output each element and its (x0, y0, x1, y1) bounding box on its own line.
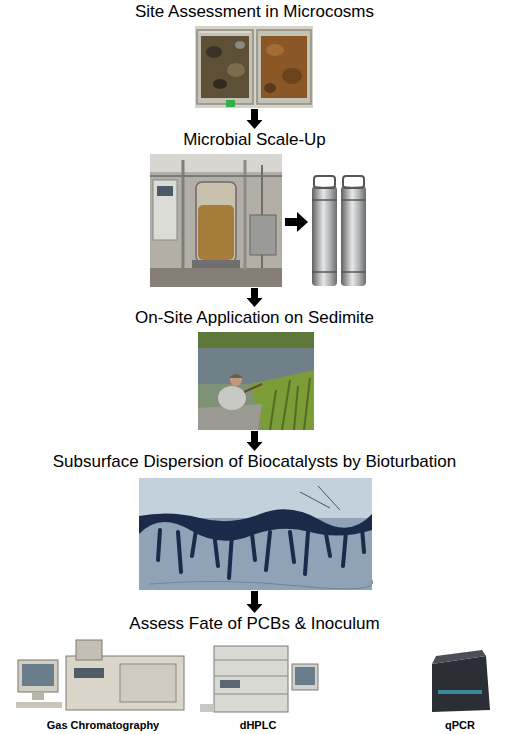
module-stack (214, 646, 288, 712)
keg-photo (312, 176, 366, 286)
pipe (150, 175, 282, 177)
keyboard (200, 704, 214, 712)
far-marsh (198, 332, 314, 348)
flow-arrow (251, 109, 258, 120)
person-head (230, 374, 242, 386)
marsh-grass (250, 370, 314, 430)
surface-layer (139, 509, 372, 541)
arrow-head (297, 212, 308, 232)
keg (312, 186, 337, 286)
gas-chromatograph (16, 640, 184, 710)
transfer-arrow (285, 212, 308, 232)
module-display (220, 680, 240, 688)
leader-line (318, 486, 340, 510)
module-divider (214, 676, 288, 677)
sprayer (244, 384, 262, 392)
stage-heading: Subsurface Dispersion of Biocatalysts by… (50, 452, 459, 472)
sediment (201, 36, 249, 98)
tray (197, 30, 253, 104)
vessel-stand (192, 260, 240, 268)
control-panel (153, 180, 177, 240)
photo-ground (195, 26, 313, 108)
stage-heading: On-Site Application on Sedimite (132, 308, 377, 328)
dhplc-instrument (200, 646, 318, 712)
sediment-patch (213, 79, 227, 89)
photo-ground (139, 478, 372, 590)
autosampler (76, 640, 102, 660)
sediment-micrograph (139, 478, 373, 590)
keg-ring (312, 199, 337, 201)
vessel (196, 182, 236, 262)
pump (250, 215, 276, 255)
instrument-caption: Gas Chromatography (47, 718, 159, 732)
strata-line (150, 580, 373, 589)
sediment-patch (282, 68, 302, 84)
instrument-caption: dHPLC (240, 718, 277, 732)
bioreactor-photo (150, 154, 282, 287)
keg-ring (341, 199, 366, 201)
flow-arrow (251, 591, 258, 604)
stage-heading: Site Assessment in Microcosms (132, 2, 377, 22)
sediment-patch (264, 83, 276, 93)
qpcr-body (432, 656, 490, 712)
microcosm-photo (195, 26, 313, 108)
qpcr-lid (432, 650, 486, 664)
keg (341, 186, 366, 286)
tag (226, 100, 235, 107)
stage-heading: Microbial Scale-Up (146, 130, 364, 150)
gc-display (74, 668, 104, 678)
keyboard (16, 702, 62, 708)
gc-body (66, 656, 184, 710)
photo-ground (150, 154, 282, 287)
screen (22, 664, 54, 686)
accent-strip (438, 690, 482, 694)
display (157, 186, 173, 196)
monitor (18, 660, 58, 692)
module-divider (214, 694, 288, 695)
sediment-patch (266, 44, 284, 56)
keg-ring (341, 271, 366, 273)
stage-heading: Assess Fate of PCBs & Inoculum (14, 614, 496, 634)
monitor-stand (32, 692, 44, 700)
keg-handle (314, 176, 335, 188)
sediment-patch (206, 46, 222, 58)
keg-handle (343, 176, 364, 188)
stage-box: Site Assessment in Microcosms (132, 2, 377, 108)
photo-ground (198, 332, 314, 430)
floor (150, 268, 282, 287)
stage-box: Subsurface Dispersion of Biocatalysts by… (50, 452, 459, 590)
sediment (261, 36, 307, 98)
cap (229, 374, 243, 378)
flow-arrow (251, 288, 258, 298)
sediment-patch (227, 63, 245, 77)
marsh-photo (198, 332, 314, 430)
culture-liquid (198, 205, 234, 260)
screen (295, 667, 315, 685)
tray (257, 30, 311, 104)
keg-ring (312, 271, 337, 273)
oven-door (120, 664, 176, 702)
grass-blades (270, 378, 310, 430)
person (218, 386, 246, 410)
flow-arrow (251, 431, 258, 442)
sediment-patch (235, 41, 245, 49)
burrows (158, 528, 364, 578)
monitor (292, 664, 318, 690)
stage-box: Assess Fate of PCBs & Inoculum (14, 614, 496, 712)
module-divider (214, 660, 288, 661)
arrow-shaft (285, 218, 297, 226)
qpcr-instrument (432, 650, 490, 712)
glare (199, 32, 251, 33)
stage-box: Microbial Scale-Up (146, 130, 364, 287)
overlying-water (139, 478, 372, 518)
instrument-caption: qPCR (445, 718, 475, 732)
stage-box: On-Site Application on Sedimite (132, 308, 377, 430)
